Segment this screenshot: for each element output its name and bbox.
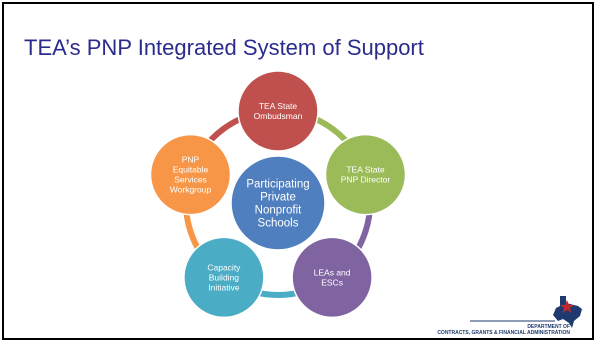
node-label-ombudsman: TEA State (259, 101, 298, 111)
node-label-ombudsman: Ombudsman (254, 111, 303, 121)
department-name: CONTRACTS, GRANTS & FINANCIAL ADMINISTRA… (437, 330, 570, 336)
node-label-equitable: Workgroup (170, 185, 212, 195)
node-label-capacity: Building (209, 272, 240, 282)
node-circle-ombudsman (237, 70, 319, 152)
center-label: Private (260, 192, 296, 204)
node-label-leas: LEAs and (314, 267, 351, 277)
node-label-equitable: Equitable (173, 165, 209, 175)
center-label: Nonprofit (255, 205, 302, 217)
center-label: Participating (246, 179, 309, 191)
node-label-equitable: PNP (182, 155, 200, 165)
node-label-director: TEA State (346, 165, 385, 175)
node-label-leas: ESCs (321, 277, 343, 287)
center-circle (230, 155, 326, 251)
node-circle-capacity (183, 236, 265, 319)
node-label-capacity: Initiative (208, 282, 239, 292)
node-circle-equitable (149, 133, 232, 216)
slide-title: TEA’s PNP Integrated System of Support (24, 35, 424, 60)
node-circle-director (324, 133, 407, 216)
texas-logo-icon (470, 296, 582, 328)
node-label-equitable: Services (174, 175, 207, 185)
center-label: Schools (258, 218, 299, 230)
node-label-capacity: Capacity (207, 262, 241, 272)
node-circle-leas (291, 236, 373, 319)
node-label-director: PNP Director (341, 175, 391, 185)
department-label: DEPARTMENT OF (527, 324, 570, 330)
